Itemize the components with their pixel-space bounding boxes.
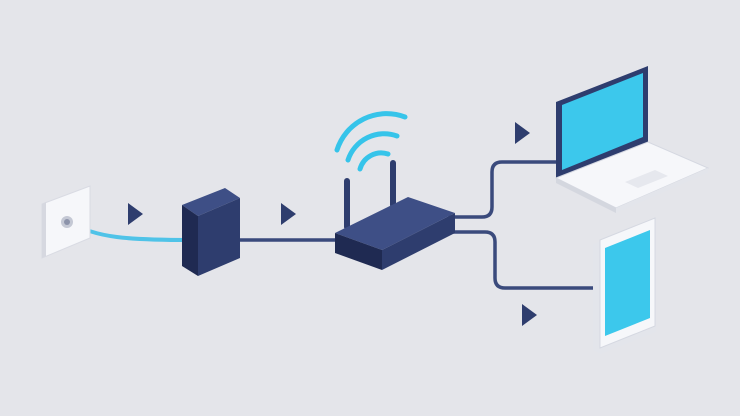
antenna-right: [390, 160, 396, 208]
router-tablet-cable: [448, 230, 602, 290]
modem-icon: [182, 188, 240, 276]
arrow-icon: [522, 304, 537, 326]
wifi-router-icon: [335, 160, 455, 270]
touchpad: [625, 170, 668, 188]
laptop-screen: [562, 73, 643, 170]
arrow-icon: [515, 122, 530, 144]
antenna-left: [344, 178, 350, 230]
router-laptop-cable: [448, 160, 562, 219]
cables: [68, 160, 602, 290]
wifi-signal-icon: [334, 111, 408, 172]
tablet-icon: [593, 217, 656, 354]
wall-outlet-icon: [41, 185, 91, 259]
flow-arrows: [128, 122, 537, 326]
arrow-icon: [128, 203, 143, 225]
laptop-icon: [554, 66, 710, 213]
arrow-icon: [281, 203, 296, 225]
tablet-screen: [605, 230, 650, 336]
